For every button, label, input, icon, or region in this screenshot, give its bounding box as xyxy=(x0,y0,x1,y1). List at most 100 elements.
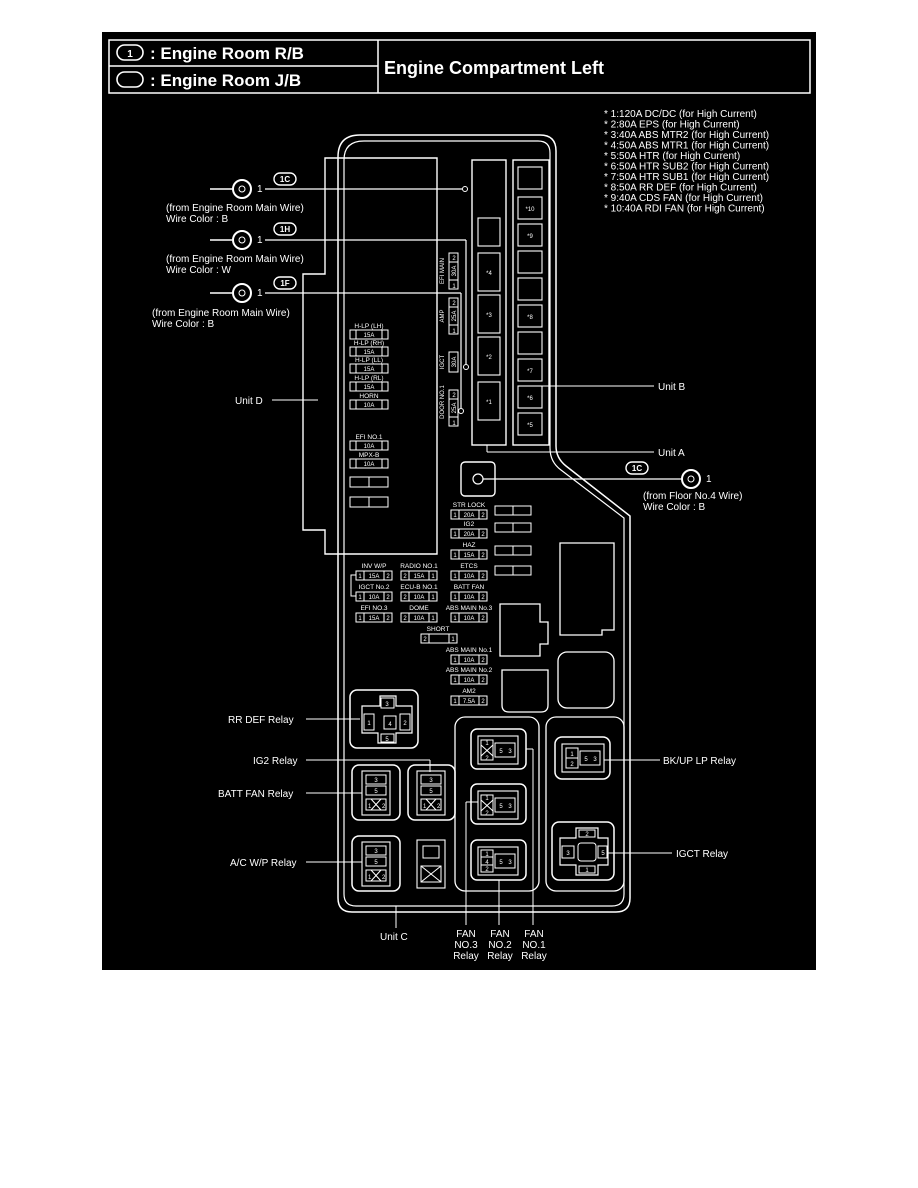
wire-1c-top: 1 1C (from Engine Room Main Wire) Wire C… xyxy=(166,172,468,225)
fuse-name: ECU-B NO.1 xyxy=(400,584,438,591)
pin-label: 1 xyxy=(431,595,435,601)
unit-b-block xyxy=(512,159,550,446)
fuse-name: ABS MAIN No.1 xyxy=(446,647,493,654)
fuse-rating: 10A xyxy=(464,658,475,664)
wire-color: Wire Color : B xyxy=(152,319,215,330)
pin-label: 3 xyxy=(566,851,570,857)
fuse-cell-label: *10 xyxy=(525,207,535,213)
pin-label: 1 xyxy=(423,804,427,810)
pin-label: 1 xyxy=(431,616,435,622)
fuse-name: DOOR NO.1 xyxy=(440,385,446,419)
fuse-rating: 10A xyxy=(414,595,425,601)
pin-label: 2 xyxy=(481,513,485,519)
pin-label: 1 xyxy=(485,741,489,747)
pin-label: 2 xyxy=(403,616,407,622)
pin-label: 1 xyxy=(453,678,457,684)
unit-a-block xyxy=(471,159,507,446)
pin-label: 2 xyxy=(481,699,485,705)
fuse-rating: 15A xyxy=(414,574,425,580)
fuse-cell-label: *2 xyxy=(486,355,492,361)
fuse-rating: 15A xyxy=(364,385,375,391)
fuse-name: HAZ xyxy=(463,542,476,549)
pin-label: 2 xyxy=(437,804,441,810)
pin-label: 2 xyxy=(386,616,390,622)
wire-1f: 1 1F (from Engine Room Main Wire) Wire C… xyxy=(152,276,464,414)
fuse-rating: 25A xyxy=(452,311,458,322)
unit-c-label: Unit C xyxy=(380,932,408,943)
wire-pin-number: 1 xyxy=(257,184,263,195)
fuse-rating: 30A xyxy=(452,266,458,277)
pin-label: 1 xyxy=(358,595,362,601)
unit-b-fuse xyxy=(517,250,543,274)
pin-label: 5 xyxy=(499,804,503,810)
fuse-rating: 10A xyxy=(414,616,425,622)
fuse-name: EFI NO.3 xyxy=(360,605,387,612)
fuse-name: H-LP (RH) xyxy=(354,340,384,347)
unit-d-fuse: H-LP (LL)15A xyxy=(349,357,389,374)
ac-wp-relay-label: A/C W/P Relay xyxy=(230,858,297,869)
pin-label: 1 xyxy=(485,796,489,802)
fuse-cell-label: *9 xyxy=(527,234,533,240)
pin-label: 2 xyxy=(481,574,485,580)
wire-pin-number: 1 xyxy=(257,235,263,246)
unit-a-fuse: *1 xyxy=(477,381,501,421)
fan-no2-relay-label: FAN NO.2 Relay xyxy=(487,929,513,962)
vertical-fuse-amp: 2 1 25A AMP xyxy=(440,297,459,335)
note-item: * 8:50A RR DEF (for High Current) xyxy=(604,183,757,194)
note-item: * 1:120A DC/DC (for High Current) xyxy=(604,109,757,120)
fuse-rating: 10A xyxy=(464,678,475,684)
junction-block-badge xyxy=(116,71,144,88)
relay-block-badge xyxy=(116,44,144,61)
pin-label: 2 xyxy=(481,658,485,664)
pin-label: 3 xyxy=(508,804,512,810)
svg-text:NO.1: NO.1 xyxy=(522,940,546,951)
pin-label: 1 xyxy=(453,699,457,705)
fuse-cell-label: *8 xyxy=(527,315,533,321)
unit-a-fuse: *4 xyxy=(477,252,501,292)
current-notes: * 1:120A DC/DC (for High Current) * 2:80… xyxy=(604,109,769,215)
bkup-lp-relay-label: BK/UP LP Relay xyxy=(663,756,736,767)
pin-label: 2 xyxy=(481,553,485,559)
fuse-rating: 7.5A xyxy=(463,699,475,705)
fuse-rating: 15A xyxy=(364,350,375,356)
page-title: Engine Compartment Left xyxy=(384,58,604,78)
vertical-fuse-igct: 30A IGCT xyxy=(440,351,459,373)
pin-label: 1 xyxy=(585,868,589,874)
unit-d-label: Unit D xyxy=(235,396,263,407)
inv-wp-bridge xyxy=(350,574,356,597)
svg-text:FAN: FAN xyxy=(456,929,475,940)
wire-source: (from Engine Room Main Wire) xyxy=(166,203,304,214)
note-item: * 10:40A RDI FAN (for High Current) xyxy=(604,204,765,215)
unit-a-fuse: *3 xyxy=(477,294,501,334)
unit-d-blank-slots xyxy=(349,476,389,508)
fuse-name: IGCT No.2 xyxy=(359,584,390,591)
pin-label: 3 xyxy=(374,778,378,784)
note-item: * 2:80A EPS (for High Current) xyxy=(604,120,740,131)
fuse-name: AM2 xyxy=(462,688,476,695)
wire-source: (from Floor No.4 Wire) xyxy=(643,491,742,502)
wire-pin-number: 1 xyxy=(706,474,712,485)
fuse-name: HORN xyxy=(359,393,378,400)
pin-label: 2 xyxy=(403,721,407,727)
unit-a-slot xyxy=(477,217,501,247)
svg-text:Relay: Relay xyxy=(487,951,513,962)
pin-label: 1 xyxy=(368,875,372,881)
pin-label: 2 xyxy=(481,595,485,601)
pin-label: 1 xyxy=(451,637,455,643)
fuse-name: ABS MAIN No.2 xyxy=(446,667,493,674)
wire-source: (from Engine Room Main Wire) xyxy=(152,308,290,319)
unit-b-fuse: *8 xyxy=(517,304,543,328)
fuse-name: H-LP (RL) xyxy=(354,375,383,382)
pin-label: 4 xyxy=(485,860,489,866)
note-item: * 4:50A ABS MTR1 (for High Current) xyxy=(604,141,769,152)
pin-label: 2 xyxy=(403,574,407,580)
fuse-rating: 20A xyxy=(464,513,475,519)
pin-label: 2 xyxy=(570,762,574,768)
